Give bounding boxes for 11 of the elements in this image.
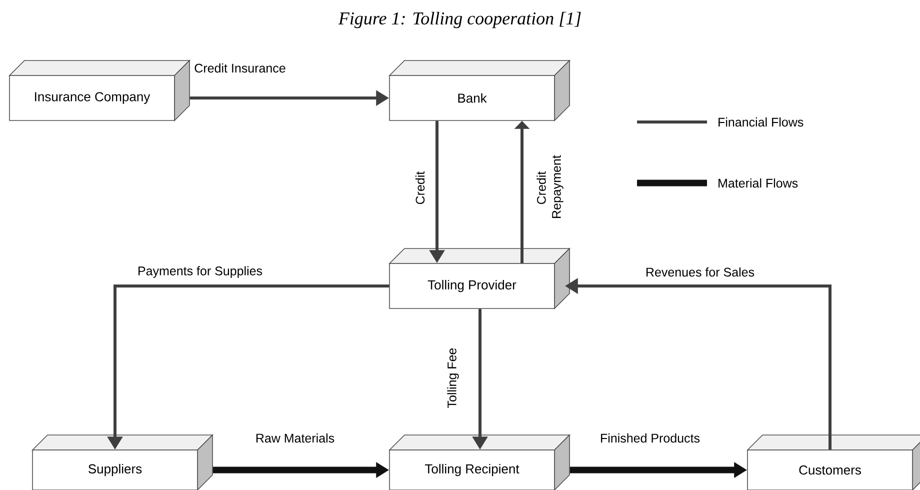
edge-label: Credit Insurance <box>193 62 287 74</box>
legend-label: Material Flows <box>718 178 798 188</box>
edge-label: Payments for Supplies <box>136 265 264 279</box>
edge-label: Credit Repayment <box>536 155 564 220</box>
edge-label: Credit <box>414 170 426 206</box>
edge-label: Revenues for Sales <box>644 266 756 278</box>
figure-title: Figure 1: Tolling cooperation [1] <box>338 12 581 28</box>
edge-label: Raw Materials <box>254 432 336 444</box>
edge-label: Finished Products <box>598 432 702 444</box>
edge-label: Tolling Fee <box>446 346 460 410</box>
legend-label: Financial Flows <box>718 117 804 127</box>
